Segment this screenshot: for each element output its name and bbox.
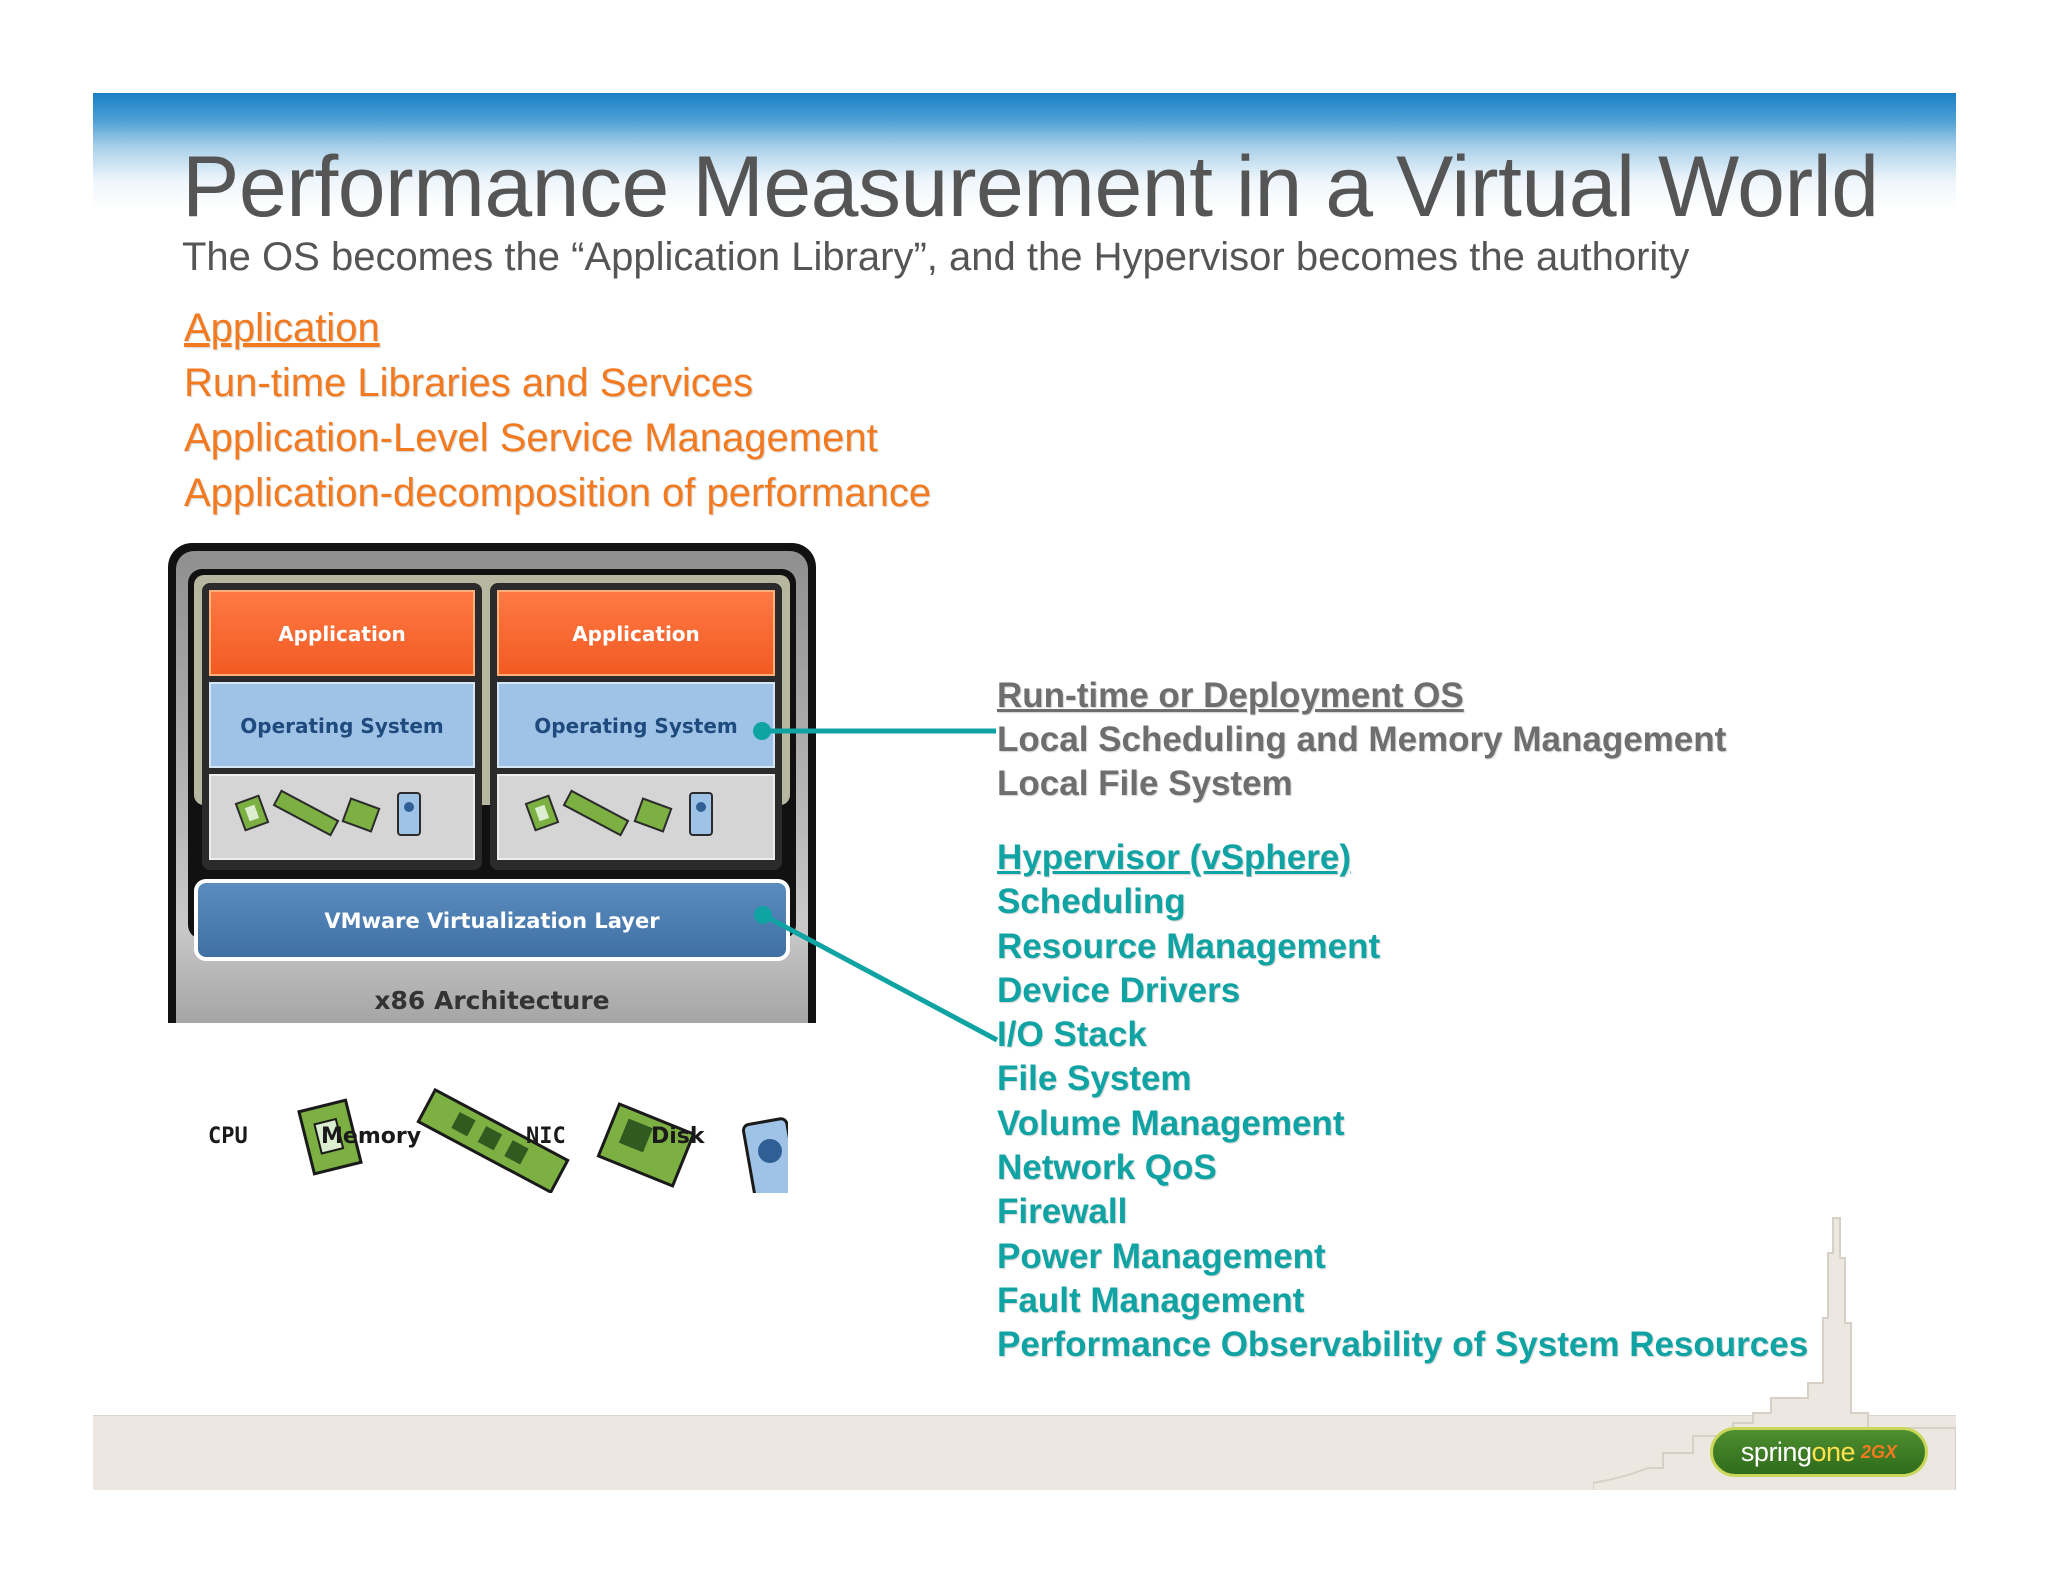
hypervisor-list-item: Power Management [997, 1236, 1326, 1276]
logo-tag: 2GX [1861, 1441, 1898, 1462]
app-layer-item: Run-time Libraries and Services [184, 361, 754, 405]
nic-icon [596, 1102, 696, 1188]
hypervisor-list-item: Firewall [997, 1192, 1128, 1232]
vm2-app-label: Application [572, 622, 700, 646]
hypervisor-responsibilities-list: Hypervisor (vSphere) Scheduling Resource… [997, 836, 1808, 1368]
nic-label: NIC [526, 1124, 566, 1149]
disk-drive-icon [397, 792, 421, 836]
app-layer-item: Application [184, 306, 380, 350]
cpu-icon [297, 1098, 363, 1176]
hypervisor-list-item: Fault Management [997, 1280, 1305, 1320]
page-title: Performance Measurement in a Virtual Wor… [182, 139, 1879, 235]
os-list-item: Run-time or Deployment OS [997, 676, 1464, 715]
os-list-item: Local File System [997, 764, 1293, 803]
os-list-item: Local Scheduling and Memory Management [997, 720, 1727, 759]
hypervisor-list-item: Network QoS [997, 1148, 1217, 1188]
nic-card-icon [341, 797, 381, 833]
slide: Performance Measurement in a Virtual Wor… [93, 93, 1956, 1490]
application-layer-list: Application Run-time Libraries and Servi… [184, 301, 931, 521]
cpu-chip-icon [524, 794, 560, 832]
skyline-graphic [1593, 1217, 1956, 1490]
logo-text: spring [1740, 1436, 1812, 1467]
vm1-app-label: Application [278, 622, 406, 646]
app-layer-item: Application-decomposition of performance [184, 471, 932, 515]
memory-stick-icon [562, 789, 630, 837]
hypervisor-list-item: Scheduling [997, 882, 1186, 922]
disk-drive-icon [689, 792, 713, 836]
hypervisor-list-item: Performance Observability of System Reso… [997, 1325, 1809, 1365]
hypervisor-list-item: I/O Stack [997, 1015, 1147, 1055]
os-responsibilities-list: Run-time or Deployment OS Local Scheduli… [997, 674, 1726, 806]
hypervisor-list-item: File System [997, 1059, 1192, 1099]
hypervisor-list-item: Hypervisor (vSphere) [997, 838, 1352, 877]
memory-stick-icon [272, 789, 340, 837]
virtualization-diagram: Application Operating System Application… [168, 543, 828, 1061]
connector-lines [753, 722, 999, 1043]
disk-label: Disk [651, 1124, 705, 1149]
hypervisor-connector-line [761, 912, 999, 1043]
vm-1: Application Operating System [202, 583, 482, 870]
virtualization-layer-label: VMware Virtualization Layer [324, 909, 660, 933]
logo-accent: one [1811, 1436, 1856, 1467]
hypervisor-list-item: Volume Management [997, 1103, 1345, 1143]
cpu-label: CPU [208, 1124, 248, 1149]
hypervisor-list-item: Device Drivers [997, 970, 1241, 1010]
page-subtitle: The OS becomes the “Application Library”… [182, 235, 1690, 279]
architecture-label: x86 Architecture [374, 986, 609, 1015]
hardware-labels: CPU Memory NIC Disk [208, 1124, 828, 1154]
hypervisor-list-item: Resource Management [997, 926, 1381, 966]
vm1-os-label: Operating System [240, 714, 444, 738]
vm2-os-label: Operating System [534, 714, 738, 738]
nic-card-icon [633, 797, 673, 833]
app-layer-item: Application-Level Service Management [184, 416, 878, 460]
virtualization-layer [194, 879, 790, 961]
disk-icon [741, 1117, 788, 1193]
vm-2: Application Operating System [490, 583, 782, 870]
memory-icon [416, 1087, 570, 1193]
header-gradient-bar [93, 93, 1956, 243]
cpu-chip-icon [234, 794, 270, 832]
hardware-row [297, 1087, 788, 1193]
memory-label: Memory [321, 1124, 422, 1149]
